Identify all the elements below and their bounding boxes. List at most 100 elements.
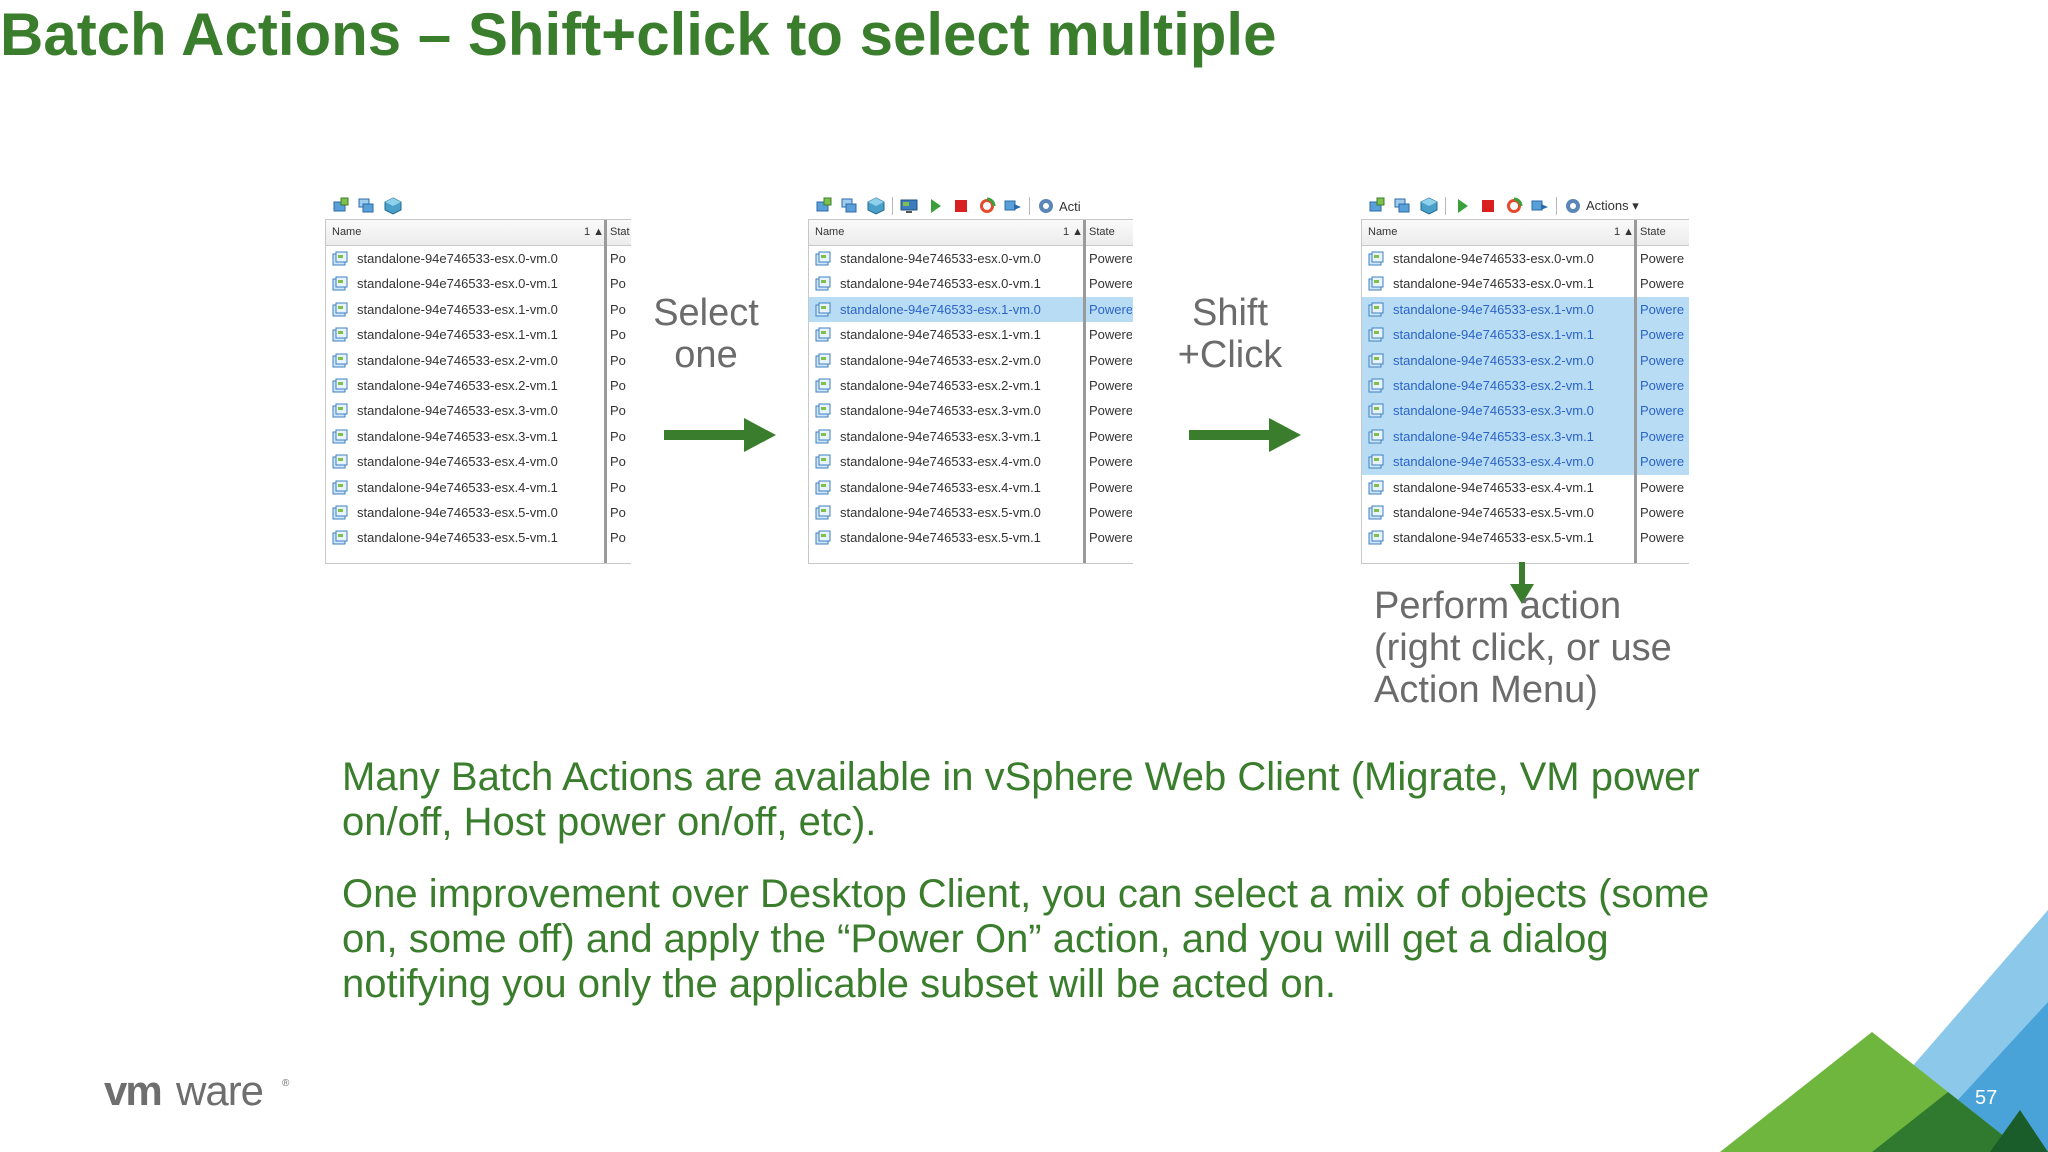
power-off-icon[interactable] — [951, 196, 971, 216]
vm-name: standalone-94e746533-esx.2-vm.1 — [357, 377, 558, 393]
actions-menu-button[interactable]: Actions ▾ — [1563, 196, 1639, 216]
vm-state: Powere — [1640, 504, 1685, 520]
vm-name: standalone-94e746533-esx.1-vm.0 — [1393, 301, 1594, 317]
table-row[interactable]: standalone-94e746533-esx.2-vm.0 Powere — [1362, 347, 1689, 373]
vm-name: standalone-94e746533-esx.1-vm.1 — [1393, 327, 1594, 343]
vm-new-icon[interactable] — [331, 196, 351, 216]
vm-icon — [815, 327, 831, 342]
vm-state: Po — [610, 479, 626, 495]
column-divider[interactable] — [1634, 220, 1637, 563]
svg-text:®: ® — [282, 1078, 290, 1089]
power-on-icon[interactable] — [1452, 196, 1472, 216]
vm-name: standalone-94e746533-esx.2-vm.0 — [357, 352, 558, 368]
column-header-name[interactable]: Name — [1368, 226, 1398, 238]
power-on-icon[interactable] — [925, 196, 945, 216]
table-row[interactable]: standalone-94e746533-esx.4-vm.0 Powere — [1362, 449, 1689, 475]
vm-state: Powere — [1640, 352, 1685, 368]
right-arrow-icon — [1189, 418, 1301, 452]
vm-icon — [815, 480, 831, 495]
vm-clone-icon[interactable] — [1393, 196, 1413, 216]
vm-state: Powere — [1089, 403, 1132, 419]
vm-state: Powere — [1640, 454, 1685, 470]
column-header-state[interactable]: State — [1089, 226, 1115, 238]
vm-icon — [1368, 505, 1384, 520]
vm-clone-icon[interactable] — [840, 196, 860, 216]
vm-icon — [815, 505, 831, 520]
vm-package-icon[interactable] — [1419, 196, 1439, 216]
vm-name: standalone-94e746533-esx.1-vm.0 — [357, 301, 558, 317]
sort-indicator: 1 ▲ — [1063, 226, 1084, 238]
migrate-icon[interactable] — [1530, 196, 1550, 216]
vm-icon — [332, 302, 348, 317]
migrate-icon[interactable] — [1003, 196, 1023, 216]
column-divider[interactable] — [1083, 220, 1086, 563]
vm-package-icon[interactable] — [383, 196, 403, 216]
vm-new-icon[interactable] — [814, 196, 834, 216]
actions-menu-button[interactable]: Acti — [1036, 196, 1081, 216]
column-header-name[interactable]: Name — [332, 226, 362, 238]
vm-name: standalone-94e746533-esx.0-vm.0 — [840, 251, 1041, 266]
reset-icon[interactable] — [1504, 196, 1524, 216]
reset-icon[interactable] — [977, 196, 997, 216]
vm-icon — [1368, 276, 1384, 291]
gear-icon[interactable] — [1563, 196, 1583, 216]
vm-icon — [332, 403, 348, 418]
vm-clone-icon[interactable] — [357, 196, 377, 216]
column-divider[interactable] — [604, 220, 607, 563]
vm-name: standalone-94e746533-esx.4-vm.0 — [357, 454, 558, 470]
column-header-state[interactable]: State — [1640, 226, 1666, 238]
vm-package-icon[interactable] — [866, 196, 886, 216]
gear-icon[interactable] — [1036, 196, 1056, 216]
vm-name: standalone-94e746533-esx.0-vm.1 — [840, 276, 1041, 292]
console-icon[interactable] — [899, 196, 919, 216]
vm-new-icon[interactable] — [1367, 196, 1387, 216]
column-header-state[interactable]: Stat — [610, 226, 630, 238]
vm-state: Powere — [1089, 479, 1132, 495]
vm-name: standalone-94e746533-esx.4-vm.0 — [1393, 454, 1594, 470]
column-header-name[interactable]: Name — [815, 226, 845, 238]
power-off-icon[interactable] — [1478, 196, 1498, 216]
vm-icon — [1368, 530, 1384, 545]
vm-name: standalone-94e746533-esx.2-vm.0 — [1393, 352, 1594, 368]
vm-icon — [815, 454, 831, 469]
sort-indicator: 1 ▲ — [1614, 226, 1635, 238]
vm-state: Powere — [1640, 276, 1685, 292]
vm-state: Powere — [1640, 428, 1685, 444]
